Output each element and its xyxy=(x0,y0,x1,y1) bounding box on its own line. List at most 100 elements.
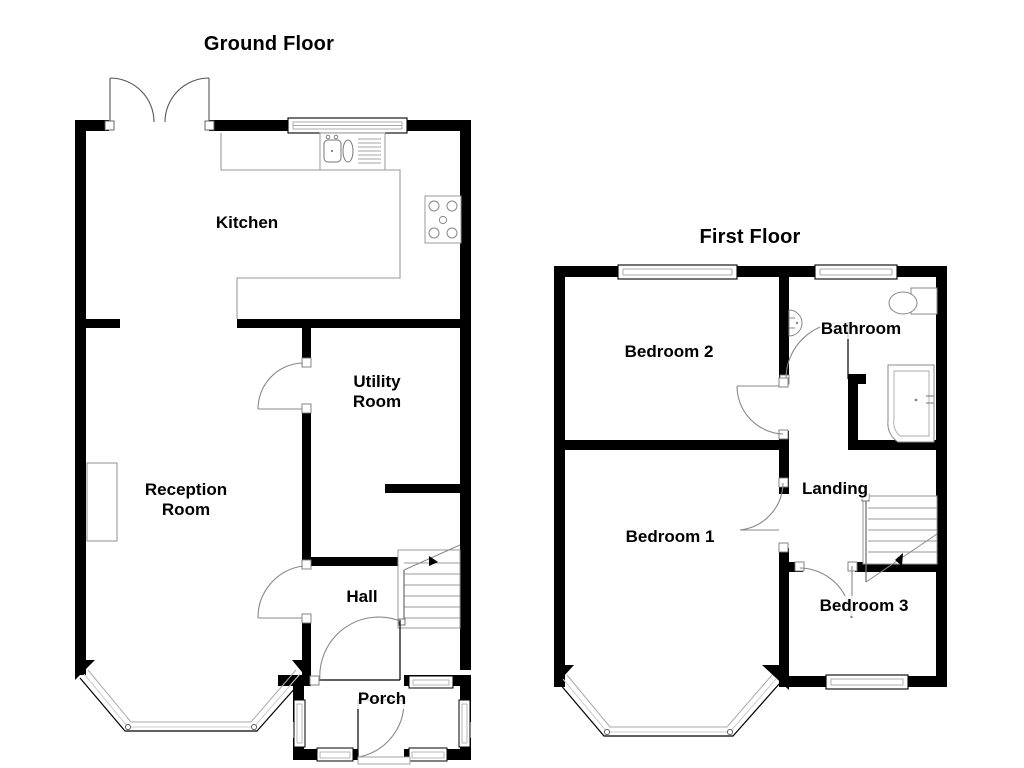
wall-bathroom-jamb xyxy=(848,374,866,384)
porch-front-door xyxy=(357,699,411,765)
bathroom-bath-plug xyxy=(914,398,918,402)
sink-tap-right xyxy=(333,134,339,140)
wall-bathroom-landing xyxy=(848,374,858,448)
wall-reception-hall-lower xyxy=(302,495,311,565)
door-jamb-utility-bottom xyxy=(301,403,312,414)
porch-window-bl-pane xyxy=(319,751,351,759)
porch-wall-bottom-mid-left xyxy=(352,749,358,760)
wall-landing-bed1 xyxy=(779,450,789,494)
door-bedroom-1 xyxy=(739,477,789,553)
french-door-swing-right xyxy=(164,77,210,123)
porch-structure xyxy=(293,675,471,765)
stair-down-arrow xyxy=(895,553,903,566)
bay-window-first-outer xyxy=(558,682,781,737)
door-kitchen-utility xyxy=(257,357,312,414)
wall-bed2-landing-lower xyxy=(779,431,789,459)
bay-window-corner-left xyxy=(75,660,95,680)
bay-window-joint-right xyxy=(250,723,258,731)
bay-window-first xyxy=(554,665,789,737)
bay-window-inner-line xyxy=(87,669,297,723)
bay-window-first-mid xyxy=(562,678,777,733)
french-door-jamb-right xyxy=(204,120,215,131)
wall-ground-right-lower xyxy=(460,320,471,670)
porch-window-right xyxy=(458,699,471,748)
door-jamb-porch-left xyxy=(309,675,320,686)
wall-landing-bed3-right xyxy=(855,562,937,572)
wall-ground-left-stub xyxy=(86,319,120,328)
wall-first-bottom-right-b xyxy=(905,676,947,687)
porch-wall-bottom-right xyxy=(446,749,471,760)
wall-first-left xyxy=(554,266,565,687)
kitchen-window xyxy=(287,117,408,134)
door-swing-porch xyxy=(319,616,401,682)
room-label-porch: Porch xyxy=(356,689,408,709)
bathroom-sink-plug xyxy=(795,321,799,325)
ground-floor-title: Ground Floor xyxy=(203,33,335,55)
porch-window-right-pane xyxy=(461,703,468,744)
room-label-utility-room: Utility Room xyxy=(351,372,403,412)
sink-drainer-grooves xyxy=(358,138,381,164)
bathroom-fixtures xyxy=(788,287,938,443)
wall-first-bottom-right xyxy=(779,676,827,687)
stair-up-arrow xyxy=(429,556,438,566)
door-jamb-hall-top xyxy=(301,559,312,570)
wall-first-top-a xyxy=(554,266,622,277)
sink-tap-left xyxy=(325,134,331,140)
french-door-swing-left xyxy=(109,77,155,123)
hob-burner-bl xyxy=(428,227,440,239)
bay-window-corner-right xyxy=(292,660,311,683)
wall-kitchen-utility xyxy=(237,319,465,328)
wall-ground-top-left-stub xyxy=(75,120,109,131)
hob-burner-center xyxy=(438,215,448,225)
window-bathroom xyxy=(814,264,898,280)
room-label-hall: Hall xyxy=(345,587,379,607)
stair-direction-line xyxy=(403,544,461,571)
door-jamb-utility-top xyxy=(301,357,312,368)
porch-window-left xyxy=(293,699,306,748)
bathroom-bath-inner xyxy=(893,370,930,437)
wall-landing-bed1-lower xyxy=(779,548,789,687)
bay-window-first-corner-left xyxy=(554,665,574,687)
sink-plug-hole xyxy=(330,149,334,153)
window-bedroom-3 xyxy=(825,674,909,690)
room-label-bedroom-1: Bedroom 1 xyxy=(624,527,716,547)
bay-window-joint-left xyxy=(124,723,132,731)
porch-threshold xyxy=(357,756,411,765)
wall-first-right xyxy=(936,266,947,687)
wall-first-top-b xyxy=(735,266,821,277)
room-label-bathroom: Bathroom xyxy=(819,319,903,339)
staircase-down xyxy=(861,493,938,583)
wall-first-top-c xyxy=(893,266,947,277)
room-label-landing: Landing xyxy=(800,479,870,499)
bay-window-outer-line xyxy=(79,677,305,732)
porch-wall-bottom-mid-right xyxy=(404,749,410,760)
window-bed3-pane xyxy=(830,678,904,686)
door-swing-bed2 xyxy=(736,385,784,435)
porch-window-tr-pane xyxy=(412,679,450,686)
bay-window-first-inner xyxy=(566,674,773,728)
porch-door-swing xyxy=(358,700,405,758)
wall-reception-utility-mid xyxy=(302,410,311,483)
kitchen-units xyxy=(220,133,401,319)
kitchen-sink-unit xyxy=(319,132,386,171)
door-reception-hall xyxy=(257,559,312,624)
porch-window-bottom-right xyxy=(408,747,448,762)
wall-bed2-landing-upper xyxy=(779,266,789,383)
hob-burner-tl xyxy=(428,200,440,212)
wall-reception-utility-upper xyxy=(302,319,311,363)
first-floor-group xyxy=(554,264,947,737)
porch-window-br-pane xyxy=(411,751,445,759)
wall-bathroom-bottom xyxy=(848,440,937,450)
door-jamb-bed3-left xyxy=(794,561,805,572)
hob-body xyxy=(424,195,462,244)
bay-window-mid-line xyxy=(83,673,301,728)
room-label-bedroom-3: Bedroom 3 xyxy=(818,596,910,616)
wall-utility-hall xyxy=(302,557,436,566)
porch-wall-bottom-left xyxy=(293,749,318,760)
door-swing-bed1 xyxy=(739,482,784,531)
bay-window-ground xyxy=(75,660,311,732)
wall-utility-nib-right xyxy=(385,484,461,493)
door-jamb-bed1-bottom xyxy=(778,542,789,553)
door-jamb-bed2-top xyxy=(778,377,789,388)
bay-window-first-joint-left xyxy=(603,728,611,736)
